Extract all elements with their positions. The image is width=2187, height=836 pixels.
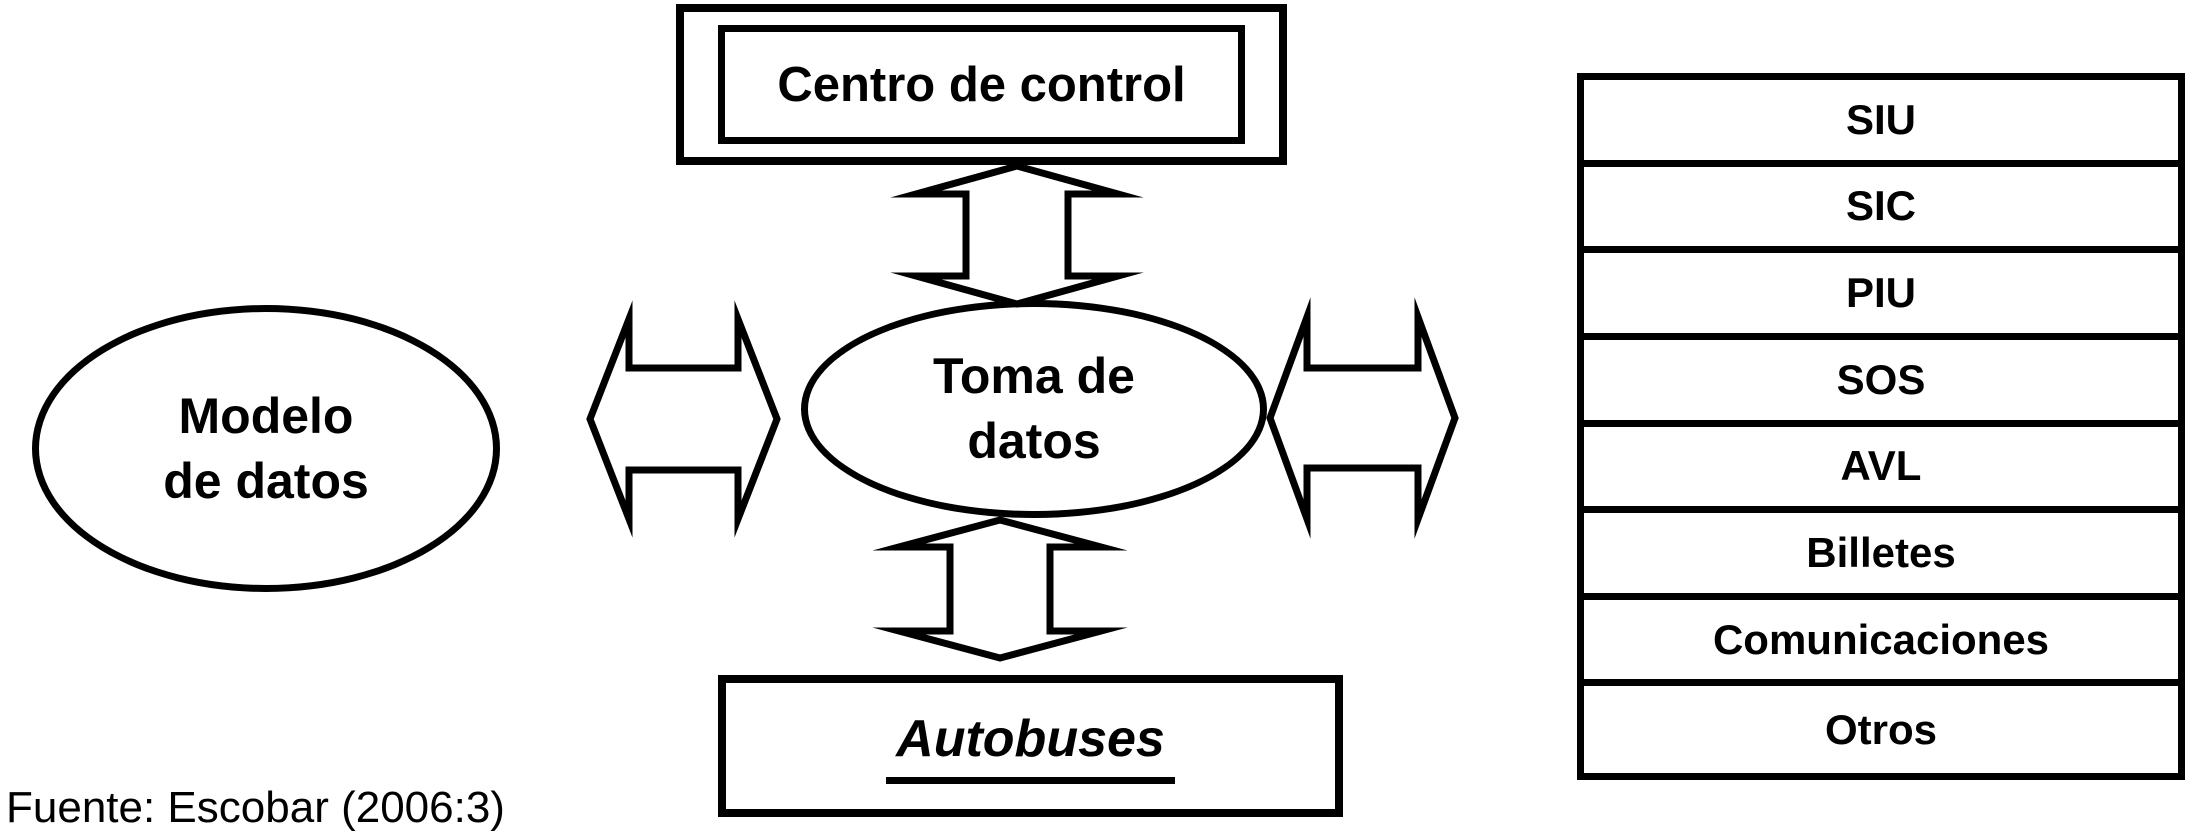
table-row-label: Otros xyxy=(1824,705,1937,753)
table-row-label: Comunicaciones xyxy=(1712,615,2050,663)
data-model-ellipse: Modelo de datos xyxy=(32,305,500,592)
buses-label: Autobuses xyxy=(886,709,1175,784)
table-row: SIC xyxy=(1584,167,2178,254)
control-center-inner-box: Centro de control xyxy=(718,25,1245,144)
data-collection-ellipse: Toma de datos xyxy=(801,300,1267,518)
table-row: Otros xyxy=(1584,686,2178,773)
table-row: Comunicaciones xyxy=(1584,600,2178,687)
table-row: AVL xyxy=(1584,427,2178,514)
up-down-arrow-top-icon xyxy=(890,162,1144,308)
data-collection-label-line1: Toma de xyxy=(933,348,1135,404)
data-model-label-line1: Modelo xyxy=(178,387,354,444)
table-row-label: SOS xyxy=(1836,355,1926,403)
table-row-label: AVL xyxy=(1840,442,1922,490)
table-row: Billetes xyxy=(1584,513,2178,600)
buses-box: Autobuses xyxy=(718,675,1343,817)
systems-table: SIU SIC PIU SOS AVL Billetes Comunicacio… xyxy=(1577,73,2185,780)
table-row: SOS xyxy=(1584,340,2178,427)
table-row-label: SIU xyxy=(1845,95,1916,143)
table-row-label: SIC xyxy=(1845,182,1916,230)
table-row-label: PIU xyxy=(1845,269,1916,317)
up-down-arrow-bottom-icon xyxy=(872,516,1128,662)
source-caption: Fuente: Escobar (2006:3) xyxy=(6,783,505,832)
data-collection-label: Toma de datos xyxy=(933,344,1135,474)
table-row: PIU xyxy=(1584,253,2178,340)
data-model-label-line2: de datos xyxy=(163,452,369,509)
table-row: SIU xyxy=(1584,80,2178,167)
left-right-arrow-left-icon xyxy=(586,300,781,538)
control-center-box: Centro de control xyxy=(676,4,1287,165)
data-collection-label-line2: datos xyxy=(967,413,1101,469)
table-row-label: Billetes xyxy=(1806,528,1956,576)
control-center-label: Centro de control xyxy=(777,57,1186,112)
left-right-arrow-right-icon xyxy=(1266,297,1459,539)
data-model-label: Modelo de datos xyxy=(163,384,369,514)
